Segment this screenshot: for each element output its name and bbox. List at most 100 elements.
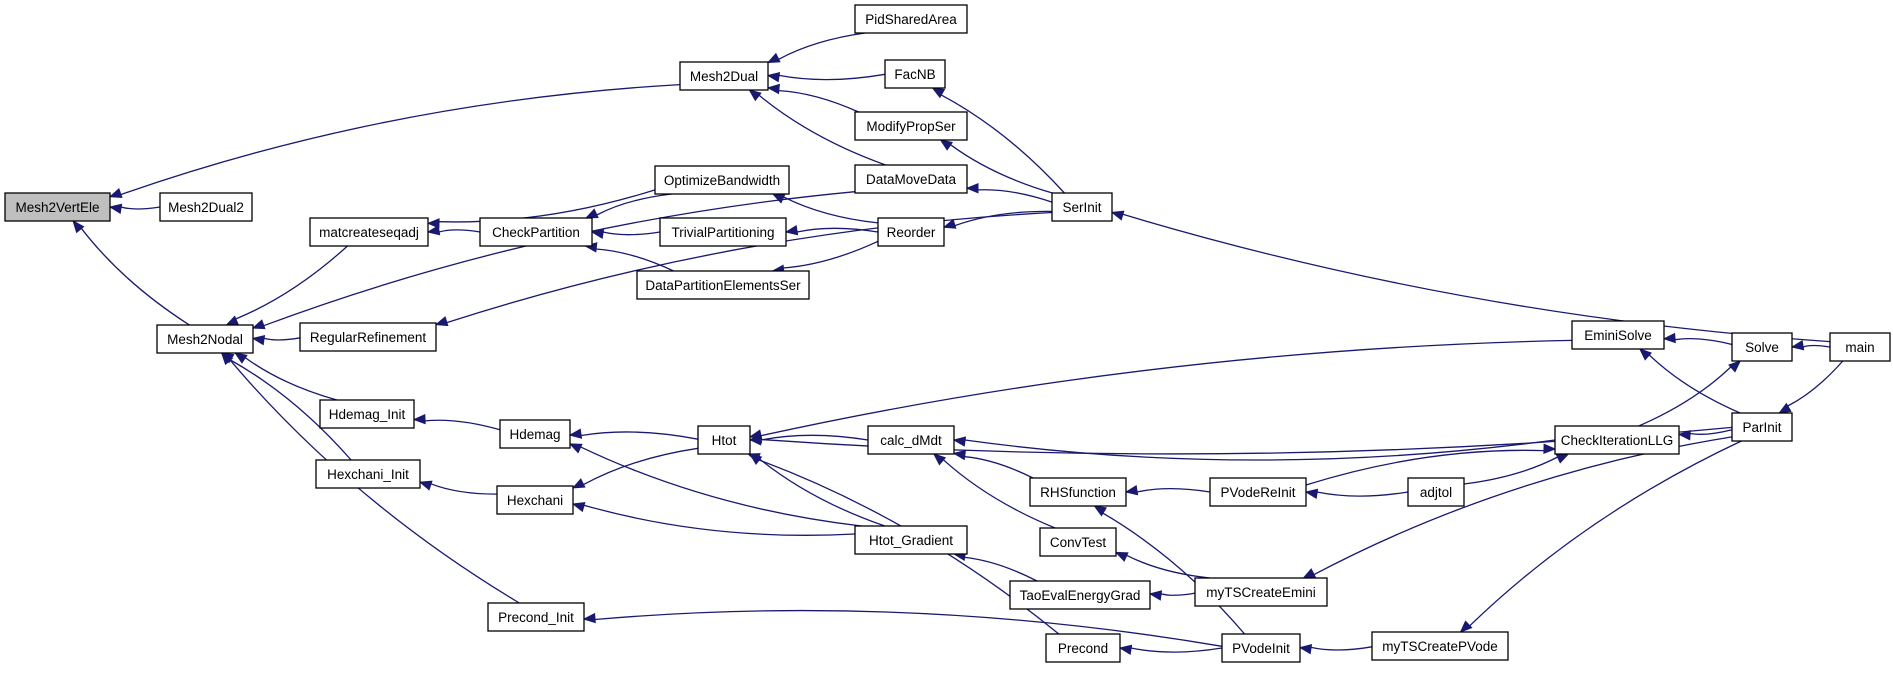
- node-reorder[interactable]: Reorder: [877, 217, 945, 247]
- node-htot-gradient[interactable]: Htot_Gradient: [854, 525, 968, 555]
- node-box-serinit[interactable]: [1051, 192, 1113, 222]
- node-parinit[interactable]: ParInit: [1731, 412, 1793, 442]
- node-box-matcreateseqadj[interactable]: [309, 217, 429, 247]
- node-calc-dmdt[interactable]: calc_dMdt: [867, 425, 955, 455]
- arrowhead-OptimizeBandwidth-to-matcreateseqadj: [426, 218, 440, 229]
- node-mesh2vertele[interactable]: Mesh2VertEle: [4, 192, 111, 222]
- arrowhead-myTSCreateEmini-to-TaoEvalEnergyGrad: [1148, 590, 1163, 601]
- node-mytscreateemini[interactable]: myTSCreateEmini: [1194, 577, 1328, 607]
- node-box-mytscreateemini[interactable]: [1194, 577, 1328, 607]
- edge-RegularRefinement-to-Mesh2Nodal: [263, 337, 301, 341]
- node-box-pvodereinit[interactable]: [1209, 477, 1307, 507]
- node-box-pvodeinit[interactable]: [1221, 633, 1301, 663]
- node-hexchani[interactable]: Hexchani: [496, 485, 574, 515]
- node-matcreateseqadj[interactable]: matcreateseqadj: [309, 217, 429, 247]
- node-facnb[interactable]: FacNB: [884, 59, 946, 89]
- node-box-hdemag-init[interactable]: [319, 399, 415, 429]
- node-box-rhsfunction[interactable]: [1029, 477, 1127, 507]
- node-box-hdemag[interactable]: [499, 419, 571, 449]
- arrowhead-Hexchani-to-Hexchani_Init: [418, 480, 433, 491]
- node-solve[interactable]: Solve: [1731, 332, 1793, 362]
- node-precond[interactable]: Precond: [1045, 633, 1121, 663]
- node-label-precond: Precond: [1058, 641, 1108, 656]
- arrowhead-Mesh2Nodal-to-Mesh2VertEle: [72, 219, 85, 234]
- node-box-modifypropser[interactable]: [854, 111, 968, 141]
- node-box-mesh2dual2[interactable]: [159, 192, 253, 222]
- edge-adjtol-to-PVodeReInit: [1316, 491, 1409, 497]
- node-trivialpartitioning[interactable]: TrivialPartitioning: [659, 217, 787, 247]
- arrowhead-FacNB-to-Mesh2Dual: [766, 72, 781, 83]
- node-box-htot[interactable]: [697, 425, 751, 455]
- node-hexchani-init[interactable]: Hexchani_Init: [315, 459, 421, 489]
- node-box-precond-init[interactable]: [487, 602, 585, 632]
- node-label-mesh2dual: Mesh2Dual: [690, 69, 758, 84]
- node-modifypropser[interactable]: ModifyPropSer: [854, 111, 968, 141]
- node-mesh2dual2[interactable]: Mesh2Dual2: [159, 192, 253, 222]
- node-htot[interactable]: Htot: [697, 425, 751, 455]
- node-mytscreatepvode[interactable]: myTSCreatePVode: [1371, 631, 1509, 661]
- node-mesh2dual[interactable]: Mesh2Dual: [679, 61, 769, 91]
- node-datamovedata[interactable]: DataMoveData: [854, 164, 968, 194]
- node-taoevalenergygrad[interactable]: TaoEvalEnergyGrad: [1009, 580, 1151, 610]
- node-box-mesh2dual[interactable]: [679, 61, 769, 91]
- node-box-datapartitionelementsser[interactable]: [636, 270, 810, 300]
- node-box-eminisolve[interactable]: [1571, 320, 1665, 350]
- node-box-hexchani-init[interactable]: [315, 459, 421, 489]
- arrowhead-CheckIterationLLG-to-calc_dMdt: [952, 436, 967, 447]
- node-checkpartition[interactable]: CheckPartition: [479, 217, 593, 247]
- node-main[interactable]: main: [1829, 332, 1891, 362]
- edge-SerInit-to-DataMoveData: [977, 189, 1053, 203]
- node-datapartitionelementsser[interactable]: DataPartitionElementsSer: [636, 270, 810, 300]
- node-box-checkpartition[interactable]: [479, 217, 593, 247]
- edge-myTSCreateEmini-to-TaoEvalEnergyGrad: [1160, 592, 1196, 596]
- node-hdemag-init[interactable]: Hdemag_Init: [319, 399, 415, 429]
- node-pvodeinit[interactable]: PVodeInit: [1221, 633, 1301, 663]
- arrowhead-PidSharedArea-to-Mesh2Dual: [766, 52, 781, 64]
- node-box-main[interactable]: [1829, 332, 1891, 362]
- node-box-checkiterationllg[interactable]: [1554, 425, 1680, 455]
- arrowhead-Htot-to-Hdemag: [568, 428, 583, 439]
- node-box-convtest[interactable]: [1039, 527, 1117, 557]
- node-adjtol[interactable]: adjtol: [1407, 477, 1465, 507]
- edge-Mesh2Nodal-to-Mesh2VertEle: [80, 227, 190, 326]
- node-box-mesh2vertele[interactable]: [4, 192, 111, 222]
- arrowhead-CheckPartition-to-matcreateseqadj: [426, 224, 441, 236]
- edge-EminiSolve-to-Htot: [760, 339, 1573, 437]
- node-regularrefinement[interactable]: RegularRefinement: [299, 322, 437, 352]
- node-box-solve[interactable]: [1731, 332, 1793, 362]
- node-box-reorder[interactable]: [877, 217, 945, 247]
- node-box-regularrefinement[interactable]: [299, 322, 437, 352]
- node-pvodereinit[interactable]: PVodeReInit: [1209, 477, 1307, 507]
- node-box-mytscreatepvode[interactable]: [1371, 631, 1509, 661]
- arrowhead-ConvTest-to-calc_dMdt: [932, 453, 947, 466]
- node-box-htot-gradient[interactable]: [854, 525, 968, 555]
- node-box-optimizebandwidth[interactable]: [654, 165, 790, 195]
- node-pidsharedarea[interactable]: PidSharedArea: [854, 4, 968, 34]
- node-label-mesh2nodal: Mesh2Nodal: [167, 332, 243, 347]
- node-box-taoevalenergygrad[interactable]: [1009, 580, 1151, 610]
- node-box-pidsharedarea[interactable]: [854, 4, 968, 34]
- node-rhsfunction[interactable]: RHSfunction: [1029, 477, 1127, 507]
- node-mesh2nodal[interactable]: Mesh2Nodal: [156, 324, 254, 354]
- arrowhead-calc_dMdt-to-Htot: [748, 432, 763, 444]
- node-precond-init[interactable]: Precond_Init: [487, 602, 585, 632]
- node-box-adjtol[interactable]: [1407, 477, 1465, 507]
- node-hdemag[interactable]: Hdemag: [499, 419, 571, 449]
- node-optimizebandwidth[interactable]: OptimizeBandwidth: [654, 165, 790, 195]
- arrowhead-main-to-SerInit: [1110, 210, 1125, 221]
- arrowhead-TrivialPartitioning-to-CheckPartition: [590, 228, 605, 240]
- node-box-calc-dmdt[interactable]: [867, 425, 955, 455]
- node-box-facnb[interactable]: [884, 59, 946, 89]
- node-box-datamovedata[interactable]: [854, 164, 968, 194]
- node-box-mesh2nodal[interactable]: [156, 324, 254, 354]
- node-label-reorder: Reorder: [887, 225, 936, 240]
- node-eminisolve[interactable]: EminiSolve: [1571, 320, 1665, 350]
- node-checkiterationllg[interactable]: CheckIterationLLG: [1554, 425, 1680, 455]
- node-box-trivialpartitioning[interactable]: [659, 217, 787, 247]
- node-box-parinit[interactable]: [1731, 412, 1793, 442]
- node-convtest[interactable]: ConvTest: [1039, 527, 1117, 557]
- node-box-precond[interactable]: [1045, 633, 1121, 663]
- arrowhead-ParInit-to-CheckIterationLLG: [1677, 429, 1691, 441]
- node-box-hexchani[interactable]: [496, 485, 574, 515]
- node-serinit[interactable]: SerInit: [1051, 192, 1113, 222]
